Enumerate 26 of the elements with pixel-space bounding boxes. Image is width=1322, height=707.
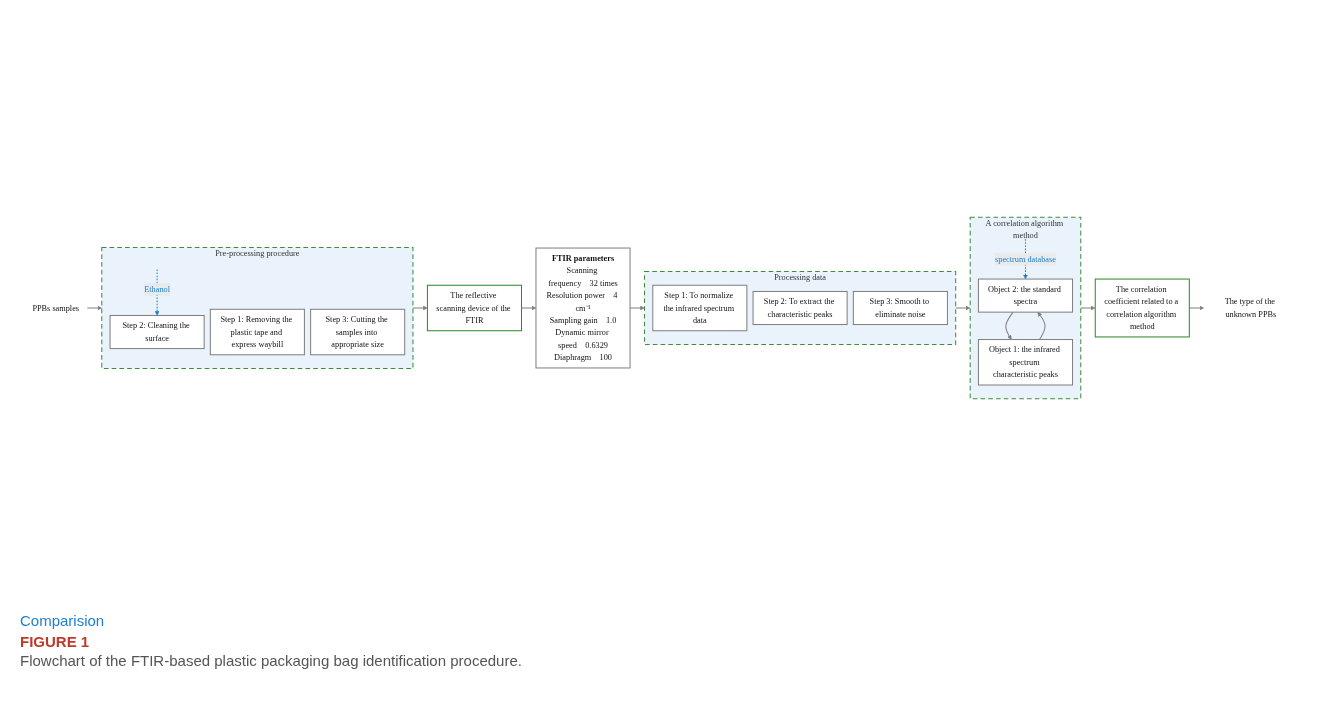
node-box: FTIR parameters Scanning frequency 32 times Resolution power 4 cm⁻¹ Sampling gain 1.0 Dynamic mirror speed 0.6329 Diaphragm 100 [535, 247, 631, 369]
edge-label: spectrum database [995, 254, 1056, 264]
arrow [1080, 305, 1096, 311]
arrow [1005, 311, 1014, 340]
arrow [1023, 238, 1028, 280]
node-box: Step 3: Cutting the samples into appropriate size [310, 308, 406, 356]
node-box: Step 2: Cleaning the surface [109, 314, 205, 350]
node-box: Step 3: Smooth to eliminate noise [852, 290, 948, 326]
arrow [1037, 311, 1046, 341]
node-box: The reflective scanning device of the FTIR [426, 284, 523, 332]
node-box: The correlation coefficient related to a correlation algorithm method [1094, 278, 1190, 338]
edge-label: Ethanol [144, 284, 170, 294]
node-text: The type of the unknown PPBs [1224, 297, 1277, 319]
figure-caption: Flowchart of the FTIR-based plastic packaging bag identification procedure. [20, 652, 523, 669]
arrow [412, 305, 428, 311]
arrow [86, 305, 102, 311]
arrow [955, 305, 971, 311]
note-label: Comparision [20, 612, 105, 629]
node-text: PPBs samples [32, 303, 80, 313]
node-box: Object 2: the standard spectra [977, 278, 1073, 313]
figure-title: FIGURE 1 [20, 633, 91, 650]
arrow [154, 268, 160, 316]
node-box: Step 2: To extract the characteristic peaks [752, 290, 848, 326]
node-box: Step 1: Removing the plastic tape and express waybill [209, 308, 305, 356]
node-box: Object 1: the infrared spectrum characteristic peaks [977, 339, 1073, 386]
node-box: Step 1: To normalize the infrared spectrum data [652, 284, 748, 332]
